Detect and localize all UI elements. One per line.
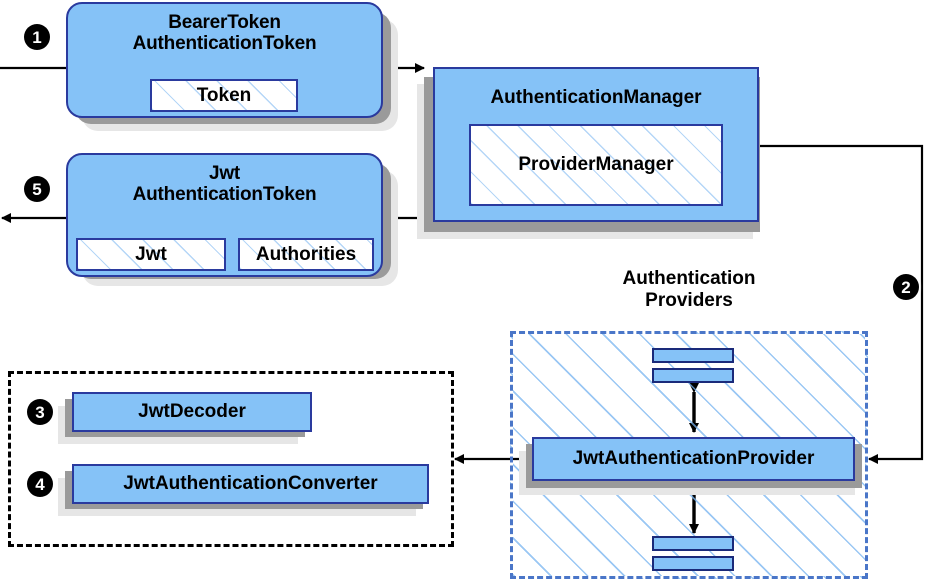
bearer-token-title-line1: BearerToken — [168, 12, 281, 33]
support-components-container — [8, 371, 454, 547]
jwt-token-slot-jwt: Jwt — [76, 238, 226, 271]
step-badge-3: 3 — [27, 399, 53, 425]
flow-arrow-2 — [759, 144, 924, 464]
jwt-authentication-converter-node[interactable]: JwtAuthenticationConverter — [72, 464, 429, 504]
jwt-authentication-provider-label: JwtAuthenticationProvider — [572, 448, 815, 470]
provider-bar-upper-2 — [652, 368, 734, 383]
jwt-token-slot-authorities: Authorities — [238, 238, 374, 271]
providers-caption-line2: Providers — [645, 289, 733, 311]
bearer-token-title-line2: AuthenticationToken — [132, 33, 317, 55]
provider-bar-upper-1 — [652, 348, 734, 363]
provider-bar-lower-2 — [652, 556, 734, 571]
jwt-token-title-line2: AuthenticationToken — [132, 184, 317, 206]
jwt-decoder-label: JwtDecoder — [138, 401, 246, 423]
authentication-manager-title: AuthenticationManager — [490, 87, 702, 108]
provider-manager-slot: ProviderManager — [469, 124, 723, 206]
providers-caption-line1: Authentication — [622, 268, 756, 289]
bearer-token-slot: Token — [150, 79, 298, 112]
jwt-authentication-provider-node[interactable]: JwtAuthenticationProvider — [532, 437, 855, 481]
provider-bar-lower-1 — [652, 536, 734, 551]
authentication-providers-caption: Authentication Providers — [580, 268, 798, 312]
step-badge-5: 5 — [24, 176, 50, 202]
jwt-decoder-node[interactable]: JwtDecoder — [72, 392, 312, 432]
step-badge-4: 4 — [27, 471, 53, 497]
step-badge-2: 2 — [893, 274, 919, 300]
jwt-authentication-converter-label: JwtAuthenticationConverter — [123, 473, 378, 495]
step-badge-1: 1 — [24, 24, 50, 50]
jwt-token-title-line1: Jwt — [208, 163, 241, 184]
